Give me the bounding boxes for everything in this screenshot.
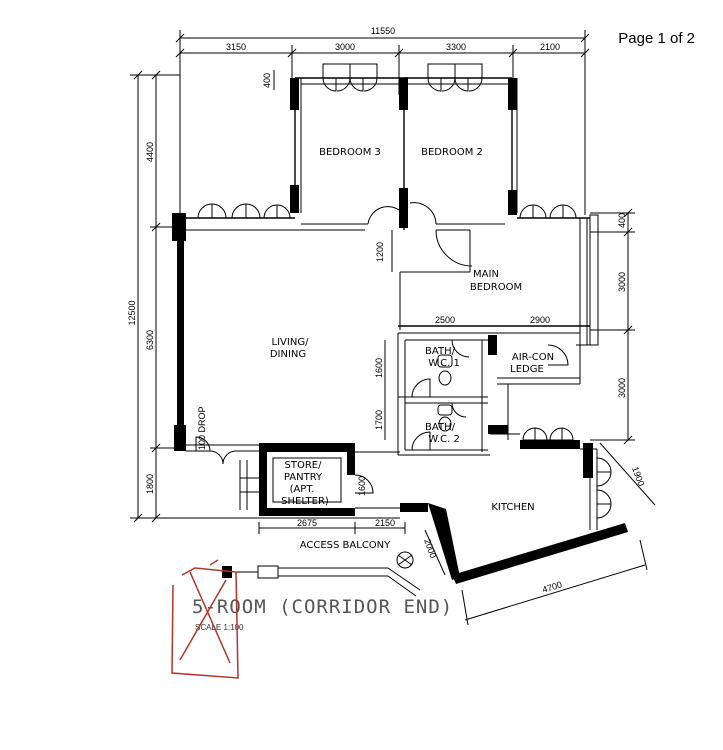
door-swings	[195, 77, 612, 519]
kitchen-dimension-lines	[424, 442, 656, 626]
dim-left-overall: 12500	[127, 300, 137, 325]
dim-top-2: 3000	[335, 42, 355, 52]
room-label-store-4: SHELTER)	[281, 496, 329, 507]
dim-inner-1200: 1200	[375, 242, 385, 262]
dim-overall-width: 11550	[371, 26, 395, 36]
balcony-dimension-lines	[258, 522, 406, 534]
room-label-living-1: LIVING/	[272, 337, 310, 348]
dim-balcony-1: 2675	[297, 518, 317, 528]
dim-kitchen-diag: 2000	[422, 537, 438, 559]
bath-fixtures	[437, 354, 453, 432]
dim-kitchen-width: 4700	[541, 579, 563, 594]
room-label-bath2-1: BATH/	[425, 422, 456, 433]
right-dimension-lines	[590, 208, 635, 445]
dim-top-window-depth: 400	[262, 73, 272, 88]
dim-bath-height-2: 1700	[374, 410, 384, 430]
dim-bath-width: 2500	[435, 315, 455, 325]
drop-label: 100 DROP	[197, 406, 207, 450]
dim-bath-height-1: 1600	[374, 358, 384, 378]
dim-top-3: 3300	[446, 42, 466, 52]
dim-left-1: 4400	[145, 142, 155, 162]
plan-title: 5-ROOM (CORRIDOR END)	[192, 596, 453, 618]
room-label-aircon-2: LEDGE	[510, 364, 544, 375]
room-label-main-bedroom-2: BEDROOM	[470, 282, 522, 293]
dim-store-depth: 1600	[357, 476, 367, 496]
room-label-access-balcony: ACCESS BALCONY	[300, 540, 391, 551]
dim-top-1: 3150	[226, 42, 246, 52]
dim-kitchen-height: 3000	[617, 378, 627, 398]
room-label-bath1-2: W.C. 1	[428, 358, 460, 369]
page-indicator: Page 1 of 2	[618, 30, 695, 47]
dim-aircon-width: 2900	[530, 315, 550, 325]
room-label-store-3: (APT.	[290, 484, 315, 495]
room-label-bedroom2: BEDROOM 2	[421, 147, 483, 158]
interior-lines	[180, 77, 598, 530]
red-markup	[171, 559, 239, 679]
dim-top-4: 2100	[540, 42, 560, 52]
plan-scale: SCALE 1:100	[195, 623, 244, 632]
room-label-kitchen: KITCHEN	[491, 502, 534, 513]
key-plan-symbol	[222, 551, 421, 597]
room-label-aircon-1: AIR-CON	[512, 352, 554, 363]
dim-kitchen-side: 1900	[630, 465, 646, 487]
room-label-bath1-1: BATH/	[425, 346, 456, 357]
room-label-living-2: DINING	[270, 349, 306, 360]
dim-balcony-2: 2150	[375, 518, 395, 528]
room-label-bedroom3: BEDROOM 3	[319, 147, 381, 158]
room-label-store-1: STORE/	[285, 460, 323, 471]
windows	[322, 63, 599, 447]
room-label-main-bedroom-1: MAIN	[473, 269, 499, 280]
dim-left-3: 1800	[145, 474, 155, 494]
dim-left-2: 6300	[145, 330, 155, 350]
dim-right-window: 400	[617, 213, 627, 228]
left-dimension-lines	[130, 70, 400, 523]
room-label-bath2-2: W.C. 2	[428, 434, 460, 445]
room-label-store-2: PANTRY	[284, 472, 323, 483]
top-dimension-lines	[175, 30, 590, 215]
dim-main-bedroom-height: 3000	[617, 272, 627, 292]
